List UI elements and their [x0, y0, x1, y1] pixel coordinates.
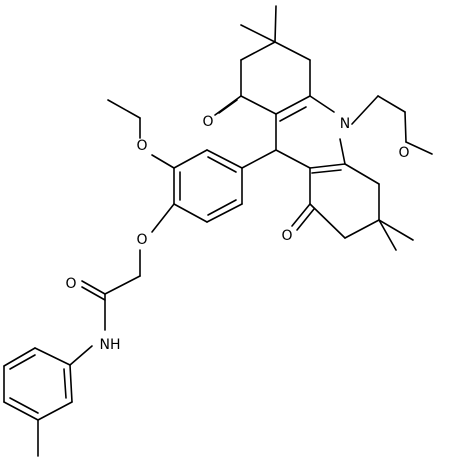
bond — [37, 401, 73, 421]
bond — [378, 219, 414, 241]
bond — [291, 203, 311, 227]
bond — [344, 163, 380, 185]
bond — [207, 156, 237, 173]
bond — [240, 95, 277, 115]
bond — [81, 286, 106, 301]
bond — [339, 138, 346, 165]
bond — [275, 149, 311, 169]
nh-label-amide: NH — [100, 337, 121, 353]
bond — [81, 280, 106, 295]
bond — [173, 149, 208, 169]
bond — [311, 169, 342, 174]
bond — [69, 345, 93, 366]
bond — [275, 95, 311, 115]
bond — [34, 347, 71, 366]
bond — [206, 149, 243, 169]
oxygen-label-bottom-carbonyl: O — [281, 228, 292, 244]
bond — [218, 99, 238, 114]
bond — [309, 95, 335, 113]
bond — [240, 41, 276, 61]
bond — [173, 203, 208, 223]
bond — [240, 24, 276, 43]
bond — [274, 5, 277, 43]
bond — [344, 219, 380, 239]
oxygen-label-top-carbonyl: O — [202, 114, 213, 130]
bond — [296, 208, 315, 231]
bond — [241, 149, 277, 169]
bond — [3, 401, 39, 421]
bond — [207, 199, 237, 216]
oxygen-label-aryl-ether: O — [136, 232, 147, 248]
bond — [151, 203, 175, 233]
bond — [404, 111, 407, 143]
bond — [378, 219, 397, 251]
oxygen-label-amide: O — [65, 276, 76, 292]
oxygen-label-methoxy: O — [398, 145, 409, 161]
bond — [3, 347, 36, 367]
bond — [9, 354, 36, 370]
nitrogen-label-ring: N — [340, 116, 350, 132]
bond — [377, 95, 406, 113]
bond — [274, 41, 311, 61]
bond — [206, 203, 243, 223]
bond — [309, 163, 346, 169]
bond — [107, 99, 141, 119]
bond — [69, 364, 73, 403]
bond — [9, 397, 39, 414]
atom-labels: O O N O O O O NH — [65, 114, 409, 353]
bond — [279, 106, 307, 122]
bonds — [3, 5, 433, 457]
bond — [151, 154, 175, 169]
bond — [309, 203, 346, 239]
oxygen-label-ethoxy: O — [136, 138, 147, 154]
bond — [63, 368, 67, 399]
bond — [104, 275, 141, 295]
bond — [351, 95, 379, 125]
bond — [405, 141, 433, 155]
